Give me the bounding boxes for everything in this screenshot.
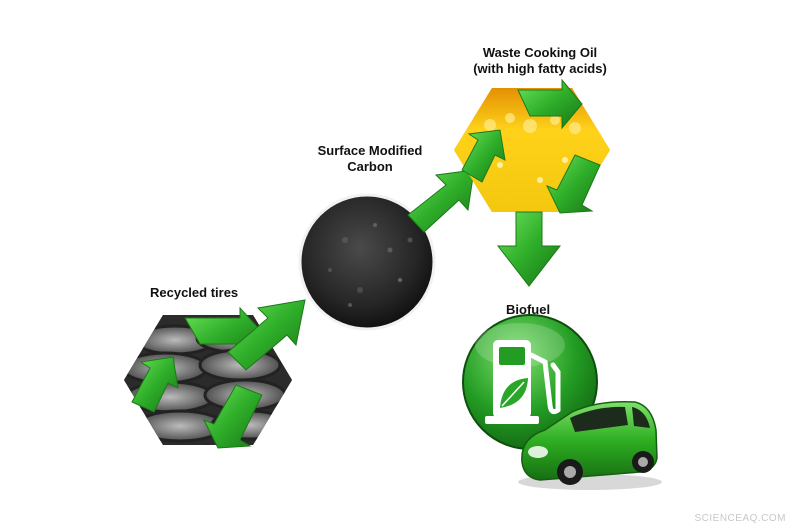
watermark: SCIENCEAQ.COM xyxy=(694,513,786,524)
label-recycled-tires: Recycled tires xyxy=(150,285,239,300)
label-carbon-line2: Carbon xyxy=(347,159,393,174)
label-oil-line2: (with high fatty acids) xyxy=(473,61,607,76)
car-icon xyxy=(518,400,662,490)
leaf-icon xyxy=(500,378,528,408)
surface-modified-carbon-image xyxy=(298,193,436,331)
biofuel-badge xyxy=(462,314,598,450)
arrow-tires-to-carbon xyxy=(227,299,306,371)
recycle-icon xyxy=(461,78,601,214)
label-oil-line1: Waste Cooking Oil xyxy=(482,45,598,60)
waste-cooking-oil-image xyxy=(454,78,610,214)
label-biofuel: Biofuel xyxy=(506,302,551,317)
recycled-tires-image xyxy=(124,306,292,449)
arrow-oil-to-biofuel xyxy=(496,211,562,287)
label-surface-modified-carbon: Surface Modified Carbon xyxy=(300,143,440,175)
label-carbon-line1: Surface Modified xyxy=(317,143,423,158)
arrow-carbon-to-oil xyxy=(407,169,475,233)
label-waste-cooking-oil: Waste Cooking Oil (with high fatty acids… xyxy=(455,45,625,77)
